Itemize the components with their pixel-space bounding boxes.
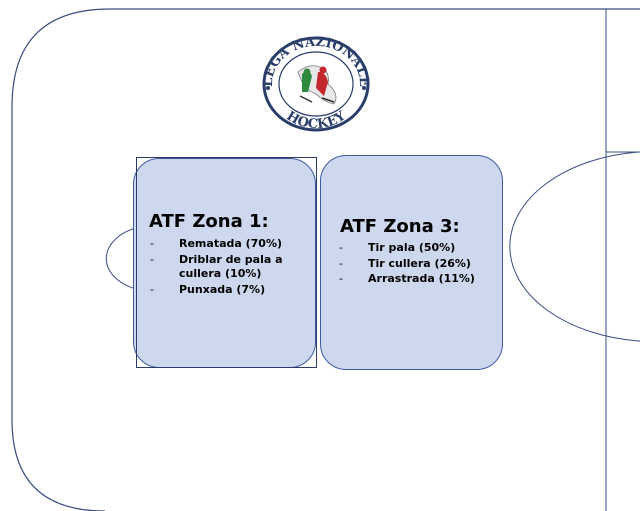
rink-boundary [11,8,640,511]
list-item: -Arrastrada (11%) [339,272,475,285]
zone-3-card: ATF Zona 3: -Tir pala (50%) -Tir cullera… [320,155,503,370]
list-item: -Tir cullera (26%) [339,256,471,270]
list-item: -Tir pala (50%) [339,241,456,254]
goal-crease [105,226,141,291]
list-item: -Punxada (7%) [150,282,266,296]
zone-1-list: -Rematada (70%) -Driblar de pala a culle… [150,237,310,298]
lega-nazionale-hockey-logo: LEGA NAZIONALE HOCKEY [250,32,382,132]
zone-1-card: ATF Zona 1: -Rematada (70%) -Driblar de … [133,158,316,368]
center-circle [509,151,640,342]
zone-3-title: ATF Zona 3: [340,216,460,237]
logo-bottom-text: HOCKEY [284,108,349,132]
zone-1-selection-frame [136,157,317,368]
list-item: -Rematada (70%) [150,237,283,250]
list-item: -Driblar de pala a cullera (10%) [150,252,283,281]
zone-1-title: ATF Zona 1: [149,211,269,232]
zone-3-list: -Tir pala (50%) -Tir cullera (26%) -Arra… [339,241,499,288]
